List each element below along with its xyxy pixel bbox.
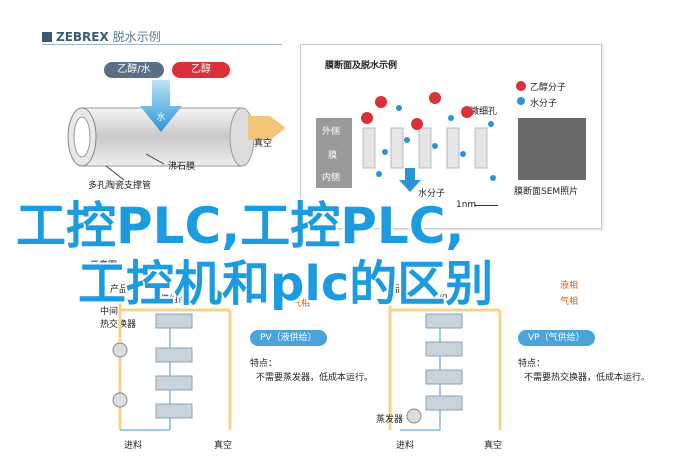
sem-caption: 膜断面SEM照片 (514, 187, 579, 197)
legend-ethanol: 乙醇分子 (530, 83, 567, 93)
water-molecules (376, 105, 496, 181)
left-heat-exchanger-icon (112, 342, 128, 358)
right-feed-label: 进料 (396, 441, 415, 451)
inside-label: 内侧 (322, 173, 341, 183)
tube-vacuum-label: 真空 (254, 139, 273, 149)
left-pipes (118, 300, 232, 430)
ethanol-molecule-icon (516, 81, 526, 91)
pv-method-pill: PV（液供给） (250, 330, 327, 346)
right-evaporator-label: 蒸发器 (376, 415, 404, 425)
zebrex-logo: ZEBREX 脱水示例 (42, 28, 161, 45)
outside-label: 外侧 (322, 127, 341, 137)
overlay-text-line1: 工控PLC,工控PLC, (16, 197, 465, 255)
water-molecule-label: 水分子 (418, 189, 446, 199)
right-pipes (388, 300, 502, 430)
membrane-label: 膜 (328, 151, 338, 161)
overlay-text-line2: 工控机和plc的区别 (78, 256, 494, 312)
left-module-label: 膜组件 (160, 295, 188, 305)
left-flow-diagram (112, 300, 232, 431)
vacuum-arrow (248, 116, 286, 140)
right-vacuum-label: 真空 (484, 441, 503, 451)
left-heater-icon (112, 392, 128, 408)
ceramic-leader (105, 165, 125, 181)
permeate-arrow (399, 168, 421, 192)
ethanol-tag: 乙醇 (172, 62, 230, 78)
left-intermediate-label: 中间 (100, 307, 119, 317)
pore-columns (362, 127, 488, 169)
panel-title: 膜断面及脱水示例 (325, 61, 398, 71)
ethanol-water-tag: 乙醇/水 (104, 62, 164, 78)
left-vacuum-label: 真空 (214, 441, 233, 451)
left-process-title: 示意图 (90, 261, 118, 271)
ethanol-molecules (361, 92, 473, 130)
section-side-bar (316, 118, 352, 188)
water-molecule-icon (517, 97, 525, 105)
left-gas-label: 气相 (292, 299, 311, 309)
micropore-label: 微细孔 (470, 107, 498, 117)
right-product-label: 产品 (384, 285, 403, 295)
right-flow-diagram (388, 300, 502, 431)
left-feed-label: 进料 (124, 441, 143, 451)
header-subtitle: 脱水示例 (112, 30, 161, 44)
membrane-tube-illustration: 水 (67, 80, 286, 181)
scale-bar (474, 205, 498, 206)
membrane-pore-illustration (361, 92, 496, 192)
legend-water: 水分子 (530, 99, 558, 109)
left-features-label: 特点： (250, 359, 278, 369)
left-product-label: 产品 (110, 285, 129, 295)
right-evaporator-icon (406, 408, 422, 424)
right-gas-label: 气相 (560, 297, 579, 307)
left-modules (155, 313, 193, 419)
legend-icons (516, 81, 526, 105)
zeolite-leader (145, 153, 165, 165)
ceramic-support-label: 多孔陶瓷支撑管 (88, 181, 152, 191)
left-heat-exchanger-label: 热交换器 (100, 320, 137, 330)
vp-method-pill: VP（气供给） (518, 330, 595, 346)
water-arrow-label: 水 (156, 111, 165, 123)
logo-mark-icon (42, 31, 52, 42)
right-features-text: 不需要热交换器，低成本运行。 (524, 373, 651, 383)
right-module-label: 膜组件 (430, 295, 458, 305)
brand-name: ZEBREX (56, 29, 109, 44)
left-features-text: 不需要蒸发器，低成本运行。 (256, 373, 374, 383)
right-liquid-label: 液相 (560, 281, 579, 291)
header-divider (42, 44, 282, 45)
water-arrow (140, 80, 182, 132)
scale-label: 1nm (456, 200, 477, 210)
sem-photo (518, 118, 586, 180)
right-modules (425, 313, 463, 411)
right-features-label: 特点： (518, 359, 546, 369)
zeolite-label: 沸石膜 (168, 162, 196, 172)
